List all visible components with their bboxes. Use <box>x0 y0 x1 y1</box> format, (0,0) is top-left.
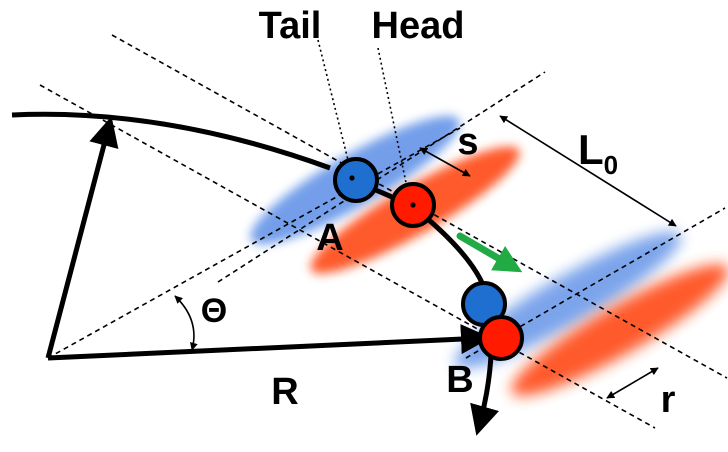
head-particle-a <box>390 182 436 228</box>
trajectory-curve <box>11 111 331 171</box>
theta-label: Θ <box>201 292 227 330</box>
head-particle-b <box>478 315 524 361</box>
s-dimension-arrow <box>419 147 471 177</box>
tail-pointer <box>317 39 353 177</box>
point-a-label: A <box>316 217 343 259</box>
red-region-b <box>511 264 728 396</box>
theta-arc <box>174 295 198 351</box>
radius-label: R <box>271 371 298 413</box>
s-label: s <box>457 121 478 163</box>
r-dimension-arrow <box>606 367 659 399</box>
l0-main: L <box>578 126 604 173</box>
l0-label: L0 <box>578 126 618 180</box>
l0-dimension-arrow <box>499 115 677 227</box>
head-pointer <box>377 47 411 203</box>
motion-direction-arrow <box>456 232 523 273</box>
radius-vector-r <box>47 324 491 361</box>
point-b-label: B <box>446 359 473 401</box>
l0-subscript: 0 <box>604 150 618 180</box>
r-label: r <box>661 379 676 421</box>
head-label: Head <box>372 5 465 47</box>
theta-ray <box>47 127 461 359</box>
tail-particle-a <box>333 157 379 203</box>
tangent-line-a <box>217 71 546 283</box>
radius-vector-upper <box>45 116 119 359</box>
tail-label: Tail <box>259 5 322 47</box>
lower-dashed-line <box>39 84 656 429</box>
